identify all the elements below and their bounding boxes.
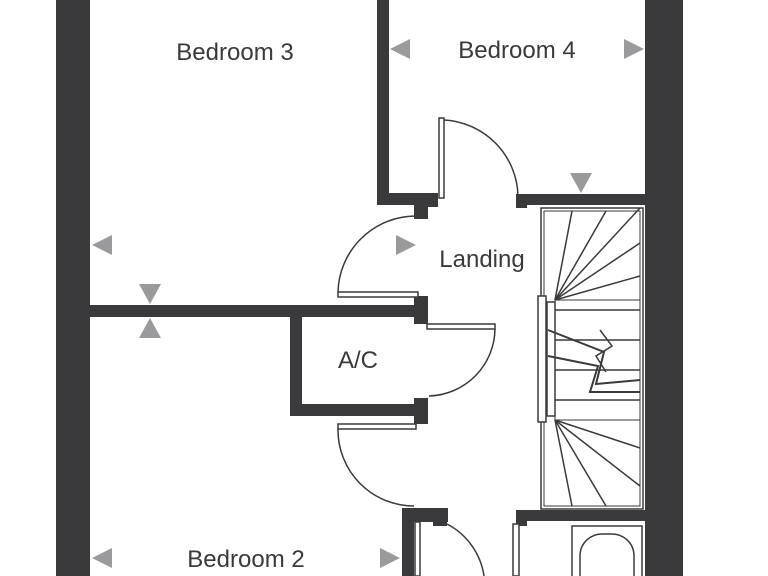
door-jamb bbox=[516, 510, 527, 526]
room-label-landing: Landing bbox=[439, 246, 524, 273]
bedroom-2-right-wall bbox=[402, 512, 414, 576]
dimension-arrow-icon bbox=[624, 39, 644, 59]
bedroom-4-bottom-wall-right bbox=[516, 194, 645, 205]
dimension-arrow-icon bbox=[139, 284, 161, 304]
dimension-arrow-icon bbox=[570, 173, 592, 193]
ac-left-wall bbox=[290, 316, 302, 416]
interior-walls bbox=[90, 0, 645, 576]
door-leaf bbox=[512, 523, 520, 576]
door-jamb bbox=[414, 193, 428, 219]
door-jamb bbox=[414, 296, 428, 324]
room-label-bedroom-4: Bedroom 4 bbox=[458, 37, 575, 64]
dimension-arrow-icon bbox=[92, 548, 112, 568]
bathroom-top-wall bbox=[516, 510, 645, 521]
dimension-arrows bbox=[92, 39, 644, 568]
bedroom-3-bottom-wall bbox=[90, 305, 420, 317]
dimension-arrow-icon bbox=[139, 318, 161, 338]
door-jamb bbox=[426, 193, 438, 207]
door-jamb bbox=[414, 398, 428, 424]
dimension-arrow-icon bbox=[390, 39, 410, 59]
room-label-bedroom-3: Bedroom 3 bbox=[176, 39, 293, 66]
left-exterior-wall bbox=[56, 0, 90, 576]
exterior-walls bbox=[56, 0, 683, 576]
room-label-bedroom-2: Bedroom 2 bbox=[187, 546, 304, 573]
door-jamb bbox=[433, 508, 447, 526]
room-label-airing-cupboard: A/C bbox=[338, 347, 378, 374]
door-swing-icon bbox=[438, 117, 519, 199]
door-swing-icon bbox=[337, 215, 419, 298]
dimension-arrow-icon bbox=[396, 235, 416, 255]
dimension-arrow-icon bbox=[92, 235, 112, 255]
right-exterior-wall bbox=[645, 0, 683, 576]
doors bbox=[337, 117, 520, 576]
ac-bottom-wall bbox=[290, 404, 422, 416]
door-swing-icon bbox=[426, 323, 496, 397]
door-swing-icon bbox=[414, 521, 485, 576]
door-swing-icon bbox=[337, 423, 417, 507]
dimension-arrow-icon bbox=[380, 548, 400, 568]
bedroom-4-left-wall bbox=[377, 0, 389, 205]
door-jamb bbox=[516, 194, 527, 208]
staircase-icon bbox=[537, 207, 644, 510]
bathtub-icon bbox=[571, 525, 643, 576]
